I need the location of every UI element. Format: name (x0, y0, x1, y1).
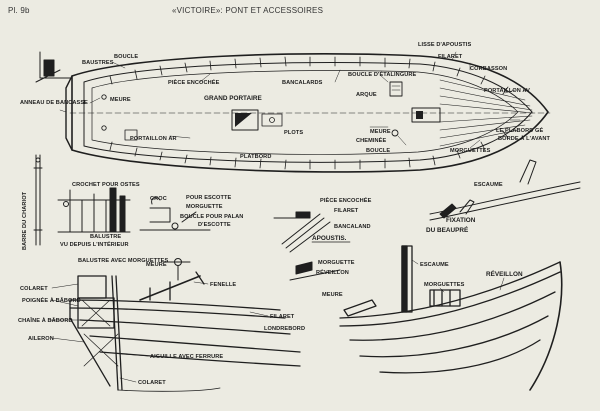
label-fixation: FIXATION (446, 217, 476, 224)
stern-view (69, 271, 301, 392)
label-portaillon-av: PORTAILLON AV (484, 88, 530, 94)
hatch-cover (261, 113, 283, 127)
label-morguettes-low: MORGUETTES (424, 282, 465, 288)
label-barre: BARRE DU CHARIOT (22, 191, 28, 250)
top-leaders (59, 51, 521, 149)
label-chaine: CHAÎNE À BÂBORD (18, 316, 73, 324)
apoustis-sketch (273, 211, 331, 253)
label-colaret-bottom: COLARET (138, 380, 166, 386)
label-crochet: CROCHET POUR OSTES (72, 182, 140, 188)
label-apoustis: APOUSTIS. (312, 235, 347, 242)
label-anneau: ANNEAU DE BANCASSE (20, 100, 88, 106)
label-corbasson: CORBASSON (470, 66, 507, 72)
stern-transom (65, 75, 73, 151)
grand-portaire-hatch (231, 109, 259, 131)
bow-leaders (411, 259, 505, 293)
label-meure-top: MEURE (110, 97, 131, 103)
label-pour-escotte: POUR ESCOTTE (186, 195, 232, 201)
frame-ticks-top (109, 56, 509, 95)
label-boucle-etalingure: BOUCLE D'ÉTALINGURE (348, 70, 417, 78)
frame-ticks-bottom (109, 130, 509, 170)
label-boucle-palan: BOUCLE POUR PALAN (180, 214, 243, 220)
foredeck-planking (439, 79, 534, 147)
label-morguettes-top: MORGUETTES (450, 148, 491, 154)
label-cheminee: CHEMINÉE (356, 136, 386, 144)
label-piece-encochee-top: PIÈCE ENCOCHÉE (168, 78, 220, 86)
label-escaume-low: ESCAUME (420, 262, 449, 268)
label-bancalards: BANCALARDS (282, 80, 323, 86)
label-baustres: BAUSTRES (82, 60, 114, 66)
label-borde: BORDE À L'AVANT (498, 135, 551, 142)
label-morguette: MORGUETTE (186, 204, 223, 210)
label-balustre: BALUSTRE (90, 234, 121, 240)
label-balustre-morguettes: BALUSTRE AVEC MORGUETTES (78, 258, 169, 264)
label-aileron: AILERON (28, 336, 54, 342)
av-hatch-shade (416, 111, 423, 119)
label-bancaland: BANCALAND (334, 224, 371, 230)
deck-plan (65, 52, 551, 173)
label-grand-portaire: GRAND PORTAIRE (204, 95, 262, 102)
label-vu-depuis: VU DEPUIS L'INTÉRIEUR (60, 240, 129, 248)
cheminee (391, 129, 399, 137)
label-platbord: PLATBORD (240, 154, 271, 160)
label-colaret: COLARET (20, 286, 48, 292)
label-piece-encochee-mid: PIÈCE ENCOCHÉE (320, 196, 372, 204)
reveillon-small-sketch (289, 261, 341, 281)
baustres-sketch (35, 51, 71, 83)
bulwark-line (83, 62, 533, 163)
hatch-shade (235, 113, 252, 127)
label-londrebord: LONDREBORD (264, 326, 305, 332)
label-arque: ARQUE (356, 92, 377, 98)
label-portaillon-ar: PORTAILLON AR (130, 136, 177, 142)
portaillon-ar (124, 129, 138, 141)
label-boucle-top: BOUCLE (114, 54, 138, 60)
fixation-sketch (429, 159, 581, 221)
waterway-line (91, 70, 519, 155)
plot-post (269, 117, 275, 123)
label-meure-low: MEURE (146, 262, 167, 268)
portaillon-av-hatch (411, 107, 441, 123)
balustre-sketch (57, 187, 131, 233)
label-plots: PLOTS (284, 130, 303, 136)
label-aiguille: AIGUILLE AVEC FERRURE (150, 354, 223, 360)
label-poignee: POIGNÉE À BÂBORD (22, 296, 81, 304)
arque-chest (389, 81, 403, 97)
plate-title: «VICTOIRE»: PONT ET ACCESSOIRES (172, 6, 324, 15)
label-filaret-top: FILARET (438, 54, 463, 60)
croc-sketch (139, 196, 211, 231)
label-lisse-apoustis: LISSE D'APOUSTIS (418, 42, 471, 48)
label-boucle-mid: BOUCLE (366, 148, 390, 154)
label-meure-mid: MEURE (370, 129, 391, 135)
bow-view (339, 245, 563, 391)
label-meure-bottom: MEURE (322, 292, 343, 298)
label-filaret-mid: FILARET (334, 208, 359, 214)
label-fenelle: FENELLE (210, 282, 236, 288)
meure-low-sketch (163, 258, 191, 281)
label-descotte: D'ESCOTTE (198, 222, 231, 228)
barre-sketch (33, 154, 43, 246)
meure-ring-2 (101, 125, 107, 131)
meure-ring (101, 94, 107, 100)
plate-number: Pl. 9b (8, 6, 30, 15)
label-reveillon-right: RÉVEILLON (486, 269, 523, 278)
label-morguette-low: MORGUETTE (318, 260, 355, 266)
label-croc: CROC (150, 196, 167, 202)
label-filaret-low: FILARET (270, 314, 295, 320)
label-reveillon-low: RÉVEILLON (316, 268, 349, 276)
label-escaume-top: ESCAUME (474, 182, 503, 188)
stern-leaders (49, 281, 269, 383)
label-plabord-ge: LE PLABORD GÉ (496, 126, 543, 134)
hull-outline (71, 52, 549, 173)
label-du-beaupre: DU BEAUPRÉ (426, 225, 469, 234)
